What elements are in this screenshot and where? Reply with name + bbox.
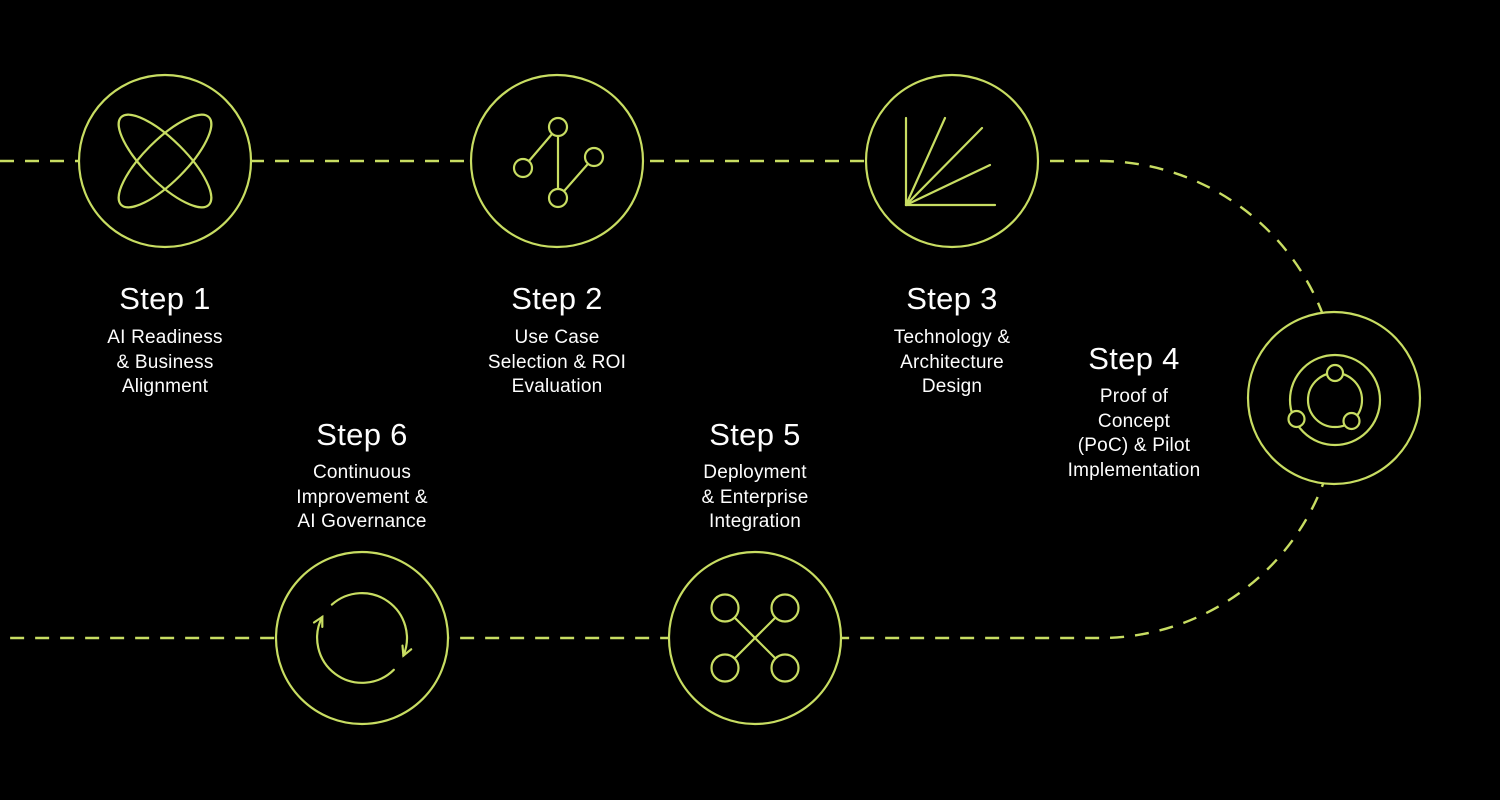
step-4-description: Proof of Concept (PoC) & Pilot Implement… bbox=[1067, 386, 1201, 481]
step-6-node bbox=[274, 550, 450, 726]
step-1-title: Step 1 bbox=[119, 281, 211, 316]
step-6-circle bbox=[274, 550, 450, 726]
step-5-description: Deployment & Enterprise Integration bbox=[701, 462, 809, 532]
step-1-description: AI Readiness & Business Alignment bbox=[107, 327, 223, 397]
step-5-node bbox=[667, 550, 843, 726]
orbital-nodes-icon bbox=[1287, 353, 1382, 447]
cross-connection-icon bbox=[710, 593, 800, 683]
step-1-node bbox=[77, 73, 253, 249]
cycle-arrows-icon bbox=[312, 592, 413, 684]
step-6-description: Continuous Improvement & AI Governance bbox=[296, 462, 428, 532]
step-4-circle bbox=[1246, 310, 1422, 486]
step-3-description: Technology & Architecture Design bbox=[893, 327, 1011, 397]
step-3-circle bbox=[864, 73, 1040, 249]
step-2-title: Step 2 bbox=[511, 281, 603, 316]
step-4-node bbox=[1246, 310, 1422, 486]
step-5-title: Step 5 bbox=[709, 417, 801, 452]
step-3-title: Step 3 bbox=[906, 281, 998, 316]
step-4-title: Step 4 bbox=[1088, 341, 1180, 376]
step-3-ring-wrap bbox=[864, 73, 1040, 249]
step-1-circle bbox=[77, 73, 253, 249]
step-3-node bbox=[864, 73, 1040, 249]
node-graph-icon bbox=[512, 116, 605, 209]
atom-orbits-icon bbox=[117, 113, 213, 209]
growth-rays-icon bbox=[904, 116, 997, 207]
step-6-title: Step 6 bbox=[316, 417, 408, 452]
step-2-description: Use Case Selection & ROI Evaluation bbox=[487, 327, 627, 397]
step-2-node bbox=[469, 73, 645, 249]
dashed-route-line bbox=[0, 159, 1340, 640]
